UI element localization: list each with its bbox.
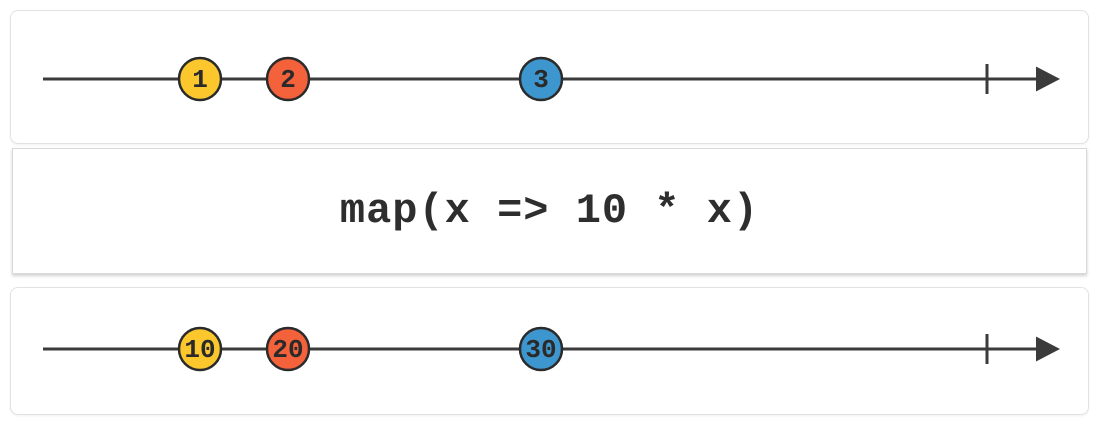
input-timeline: 1 2 3 bbox=[43, 56, 1060, 102]
operator-expression: map(x => 10 * x) bbox=[339, 187, 760, 235]
input-marble-label-1: 1 bbox=[192, 65, 208, 95]
output-stream-card: 10 20 30 bbox=[10, 287, 1089, 415]
input-marble-label-3: 3 bbox=[533, 65, 549, 95]
output-marble-10 bbox=[177, 326, 223, 372]
input-marble-3[interactable] bbox=[518, 56, 564, 102]
input-marble-label-2: 2 bbox=[280, 65, 296, 95]
input-timeline-arrow-icon bbox=[1036, 66, 1060, 92]
operator-box: map(x => 10 * x) bbox=[12, 148, 1087, 274]
input-marble-1[interactable] bbox=[177, 56, 223, 102]
output-marble-label-20: 20 bbox=[272, 335, 303, 365]
output-timeline-arrow-icon bbox=[1036, 336, 1060, 362]
output-marble-label-30: 30 bbox=[525, 335, 556, 365]
output-marble-label-10: 10 bbox=[184, 335, 215, 365]
output-marble-20 bbox=[265, 326, 311, 372]
input-stream-card: 1 2 3 bbox=[10, 10, 1089, 144]
input-marble-2[interactable] bbox=[265, 56, 311, 102]
output-timeline: 10 20 30 bbox=[43, 326, 1060, 372]
output-marble-30 bbox=[518, 326, 564, 372]
